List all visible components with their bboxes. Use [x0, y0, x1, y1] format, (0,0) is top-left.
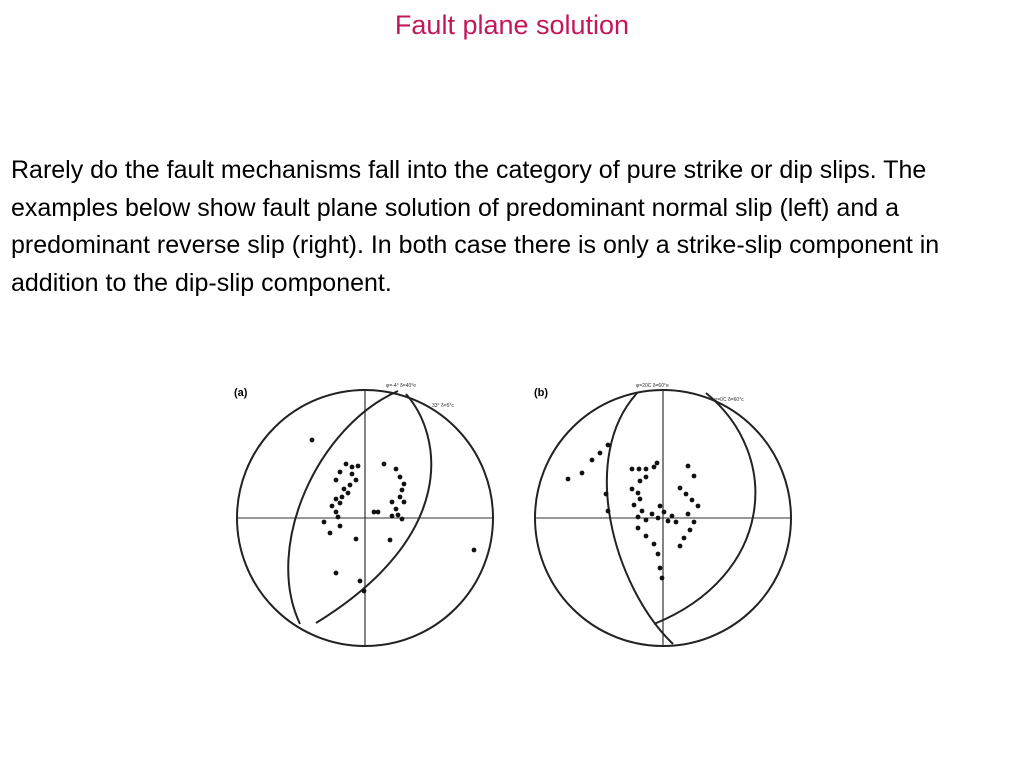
beachball-panel-b: (b) φ=20C δ=60°e φ=0C δ=60°c	[534, 383, 792, 647]
nodal-plane-a-1	[287, 390, 399, 625]
polarity-dots-a	[309, 437, 477, 594]
plane-label-b-2: φ=0C δ=60°c	[714, 397, 744, 403]
panel-label-a: (a)	[234, 387, 248, 399]
slide-body-text: Rarely do the fault mechanisms fall into…	[11, 156, 940, 297]
slide-title: Fault plane solution	[394, 10, 630, 40]
panel-label-b: (b)	[534, 387, 548, 399]
polarity-dots-b	[565, 442, 701, 581]
fault-plane-figure: (a) φ=-4° δ=40°e 33° δ=5°c	[228, 376, 798, 652]
nodal-plane-a-2	[315, 393, 433, 624]
nodal-plane-b-1	[605, 391, 674, 645]
nodal-plane-b-2	[653, 392, 757, 625]
beachball-panel-a: (a) φ=-4° δ=40°e 33° δ=5°c	[234, 383, 494, 647]
plane-label-b-1: φ=20C δ=60°e	[636, 383, 669, 389]
plane-label-a-1: φ=-4° δ=40°e	[386, 383, 416, 389]
plane-label-a-2: 33° δ=5°c	[432, 403, 454, 409]
